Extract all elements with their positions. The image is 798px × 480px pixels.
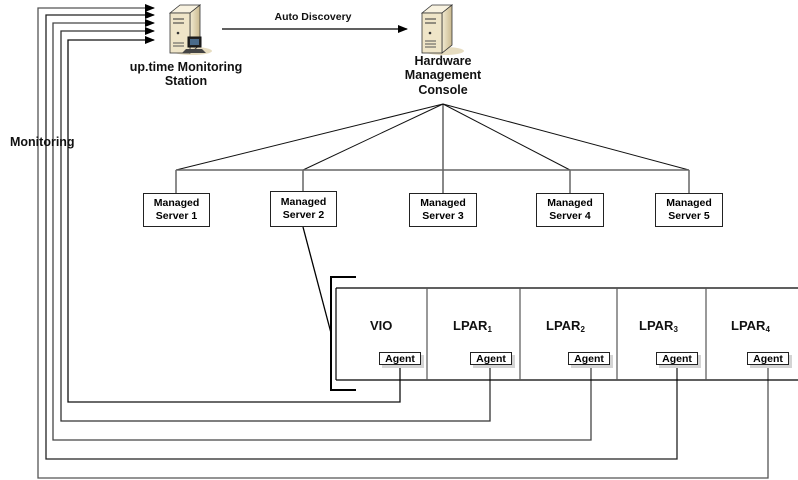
agent-lpar2: Agent	[568, 352, 610, 365]
hmc-label-line3: Console	[418, 82, 468, 97]
managed-server-label: Managed	[153, 197, 200, 210]
agent-lpar3: Agent	[656, 352, 698, 365]
partition-vio-label: VIO	[370, 318, 392, 333]
managed-server-label: Server 5	[668, 210, 710, 222]
monitoring-loop-lpar1	[60, 27, 491, 422]
monitoring-loop-lpar4	[37, 4, 769, 479]
managed-server-label: Managed	[666, 197, 712, 210]
managed-server-label: Server 4	[549, 210, 591, 222]
auto-discovery-label: Auto Discovery	[274, 11, 352, 23]
hmc-label: Hardware Management Console	[380, 54, 506, 97]
partition-lpar3-label: LPAR3	[639, 318, 678, 334]
hmc-label-line2: Management	[404, 68, 482, 83]
hmc-label-line1: Hardware	[414, 54, 472, 68]
partition-name: LPAR	[639, 318, 674, 333]
monitoring-loop-lpar2	[52, 19, 592, 441]
monitoring-loops	[37, 4, 769, 479]
expansion-bracket	[330, 276, 356, 391]
monitoring-loop-lpar3	[45, 11, 678, 460]
partition-subscript: 1	[487, 325, 492, 334]
agent-lpar1: Agent	[470, 352, 512, 365]
monitoring-station-label: up.time Monitoring Station	[106, 60, 266, 89]
managed-server-label: Server 1	[155, 210, 198, 222]
partition-name: LPAR	[453, 318, 488, 333]
managed-server-label: Managed	[420, 197, 466, 210]
partition-lpar2-label: LPAR2	[546, 318, 585, 334]
partition-name: LPAR	[546, 318, 581, 333]
monitoring-loop-vio	[67, 36, 401, 403]
managed-server-label: Server 2	[282, 209, 325, 221]
partition-subscript: 4	[765, 325, 770, 334]
partition-container	[335, 287, 798, 381]
managed-server-label: Managed	[547, 197, 593, 210]
managed-server-label: Server 3	[422, 210, 464, 222]
partition-subscript: 2	[580, 325, 585, 334]
partition-name: LPAR	[731, 318, 766, 333]
managed-server-label: Managed	[280, 196, 327, 209]
expansion-line	[302, 226, 332, 334]
monitoring-label: Monitoring	[10, 135, 75, 149]
monitoring-station-icon	[168, 4, 212, 55]
partition-lpar1-label: LPAR1	[453, 318, 492, 334]
monitoring-station-label-line2: Station	[164, 74, 208, 89]
hmc-icon	[420, 4, 464, 55]
partition-subscript: 3	[673, 325, 678, 334]
partition-name: VIO	[370, 318, 393, 333]
agent-vio: Agent	[379, 352, 421, 365]
agent-lpar4: Agent	[747, 352, 789, 365]
hmc-fanout	[175, 103, 690, 193]
partition-lpar4-label: LPAR4	[731, 318, 770, 334]
monitoring-station-label-line1: up.time Monitoring	[129, 60, 243, 74]
